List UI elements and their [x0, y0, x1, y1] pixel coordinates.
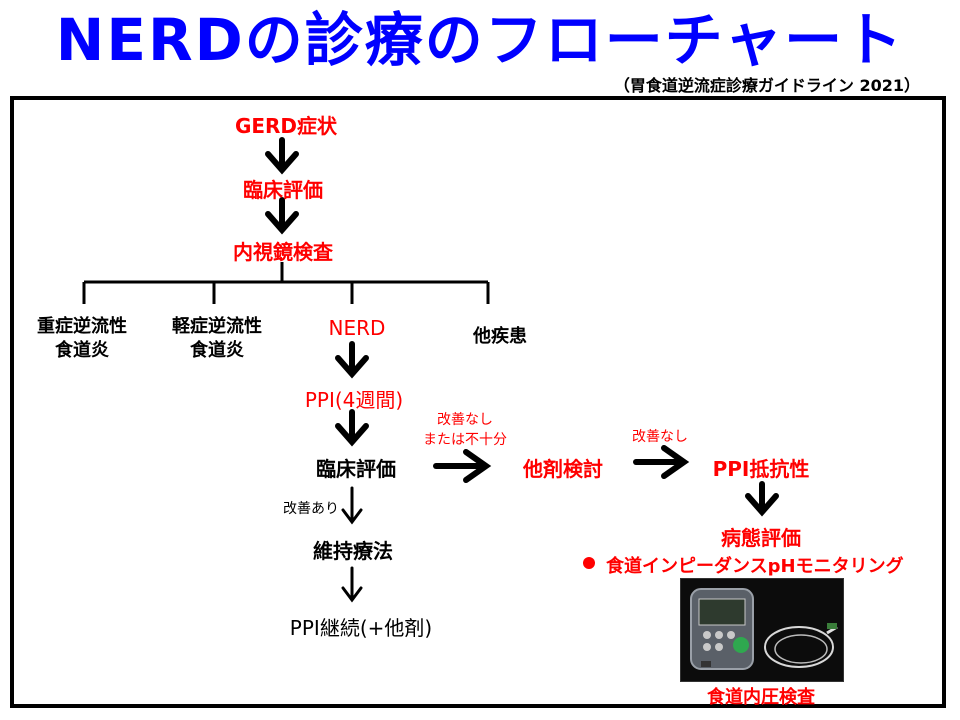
node-ppi-4weeks: PPI(4週間) — [304, 388, 404, 412]
node-severe-line1: 重症逆流性 — [37, 316, 127, 337]
node-severe-esophagitis: 重症逆流性 食道炎 — [37, 315, 127, 363]
label-improved: 改善あり — [283, 501, 339, 517]
label-no-improvement-or-insufficient: 改善なし または不十分 — [423, 410, 507, 450]
arrow-ppi-to-eval — [335, 409, 369, 447]
node-mild-line1: 軽症逆流性 — [172, 316, 262, 337]
node-ppi-resistant: PPI抵抗性 — [712, 457, 810, 481]
source-citation: （胃食道逆流症診療ガイドライン 2021） — [613, 76, 920, 95]
arrow-eval-to-maintenance — [341, 486, 363, 525]
branch-lines — [82, 262, 490, 304]
device-illustration — [681, 579, 843, 681]
node-ppi-continue: PPI継続(+他剤) — [289, 616, 433, 640]
node-clinical-eval-1: 臨床評価 — [243, 178, 323, 202]
arrow-nerd-to-ppi — [335, 341, 369, 379]
node-gerd-symptoms: GERD症状 — [234, 114, 338, 138]
flowchart-frame — [10, 96, 946, 708]
page-title: NERDの診療のフローチャート — [55, 6, 905, 74]
node-mild-esophagitis: 軽症逆流性 食道炎 — [172, 315, 262, 363]
node-endoscopy: 内視鏡検査 — [233, 240, 333, 264]
node-other-disease: 他疾患 — [473, 326, 527, 347]
label-no-improvement-line1: 改善なし — [437, 412, 493, 428]
node-nerd: NERD — [328, 316, 386, 340]
node-impedance-ph: 食道インピーダンスpHモニタリング — [606, 556, 904, 577]
arrow-resistant-to-patho — [745, 481, 779, 517]
label-no-improvement: 改善なし — [632, 429, 688, 445]
node-severe-line2: 食道炎 — [55, 340, 109, 361]
node-esophageal-manometry: 食道内圧検査 — [707, 687, 815, 708]
manometry-device-image — [680, 578, 844, 682]
bullet-dot — [583, 557, 595, 569]
node-clinical-eval-2: 臨床評価 — [316, 457, 396, 481]
label-no-improvement-line2: または不十分 — [423, 432, 507, 448]
arrow-gerd-to-eval — [265, 137, 299, 175]
arrow-eval-to-other-drug — [433, 449, 492, 483]
node-pathophysiology-eval: 病態評価 — [721, 526, 801, 550]
arrow-other-drug-to-resistant — [633, 445, 690, 479]
arrow-maintenance-to-continue — [341, 566, 363, 603]
arrow-eval-to-endoscopy — [265, 197, 299, 235]
node-other-drug-consider: 他剤検討 — [523, 457, 603, 481]
node-maintenance-therapy: 維持療法 — [313, 539, 393, 563]
node-mild-line2: 食道炎 — [190, 340, 244, 361]
